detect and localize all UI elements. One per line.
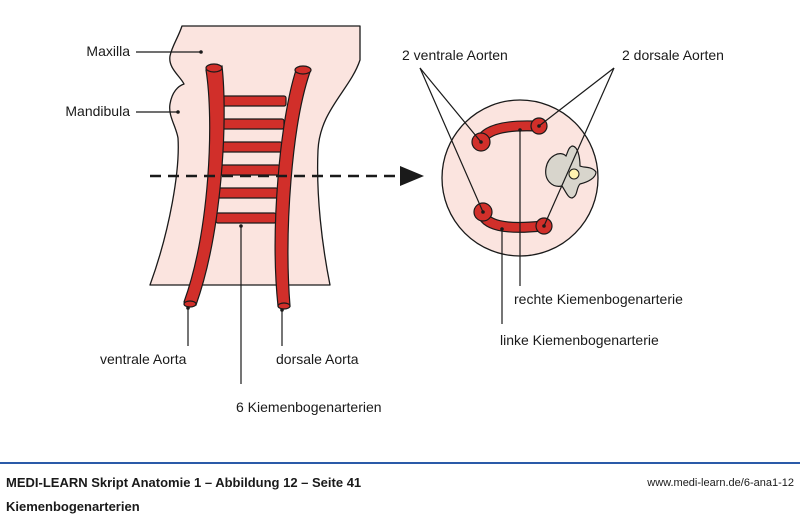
label-linke-kiemenbogenarterie: linke Kiemenbogenarterie <box>500 332 659 348</box>
footer-title: MEDI-LEARN Skript Anatomie 1 – Abbildung… <box>6 475 362 490</box>
label-ventrale-aorten: 2 ventrale Aorten <box>402 47 508 63</box>
kiemenbogenarterie-4 <box>217 164 281 176</box>
kiemenbogenarterie-1 <box>219 95 287 107</box>
vertebra-icon <box>545 145 597 199</box>
footer-url: www.medi-learn.de/6-ana1-12 <box>647 477 794 489</box>
vessel-openings <box>183 63 312 310</box>
ventral-aorta-opening-bottom <box>183 300 197 308</box>
section-arrowhead <box>400 166 424 186</box>
kiemenbogenarterie-6 <box>215 212 277 224</box>
kiemenbogenarterie-5 <box>217 187 279 199</box>
figure-caption: Kiemenbogenarterien <box>6 499 140 514</box>
kiemenbogenarterie-2 <box>219 118 285 130</box>
label-mandibula: Mandibula <box>65 103 130 119</box>
dorsal-aorta-opening-top <box>294 65 312 75</box>
leader-lines <box>136 51 615 384</box>
ventral-aorta-opening-top <box>205 63 223 73</box>
vessel-ladder <box>183 65 311 307</box>
label-dorsale-aorten: 2 dorsale Aorten <box>622 47 724 63</box>
footer-divider <box>0 462 800 464</box>
label-dorsale-aorta: dorsale Aorta <box>276 351 359 367</box>
dorsal-aorta-opening-bottom <box>277 302 291 310</box>
label-maxilla: Maxilla <box>86 43 130 59</box>
embryo-silhouette <box>149 25 361 286</box>
label-rechte-kiemenbogenarterie: rechte Kiemenbogenarterie <box>514 291 683 307</box>
label-kiemenbogenarterien: 6 Kiemenbogenarterien <box>236 399 382 415</box>
label-ventrale-aorta: ventrale Aorta <box>100 351 187 367</box>
kiemenbogenarterie-3 <box>219 141 283 153</box>
